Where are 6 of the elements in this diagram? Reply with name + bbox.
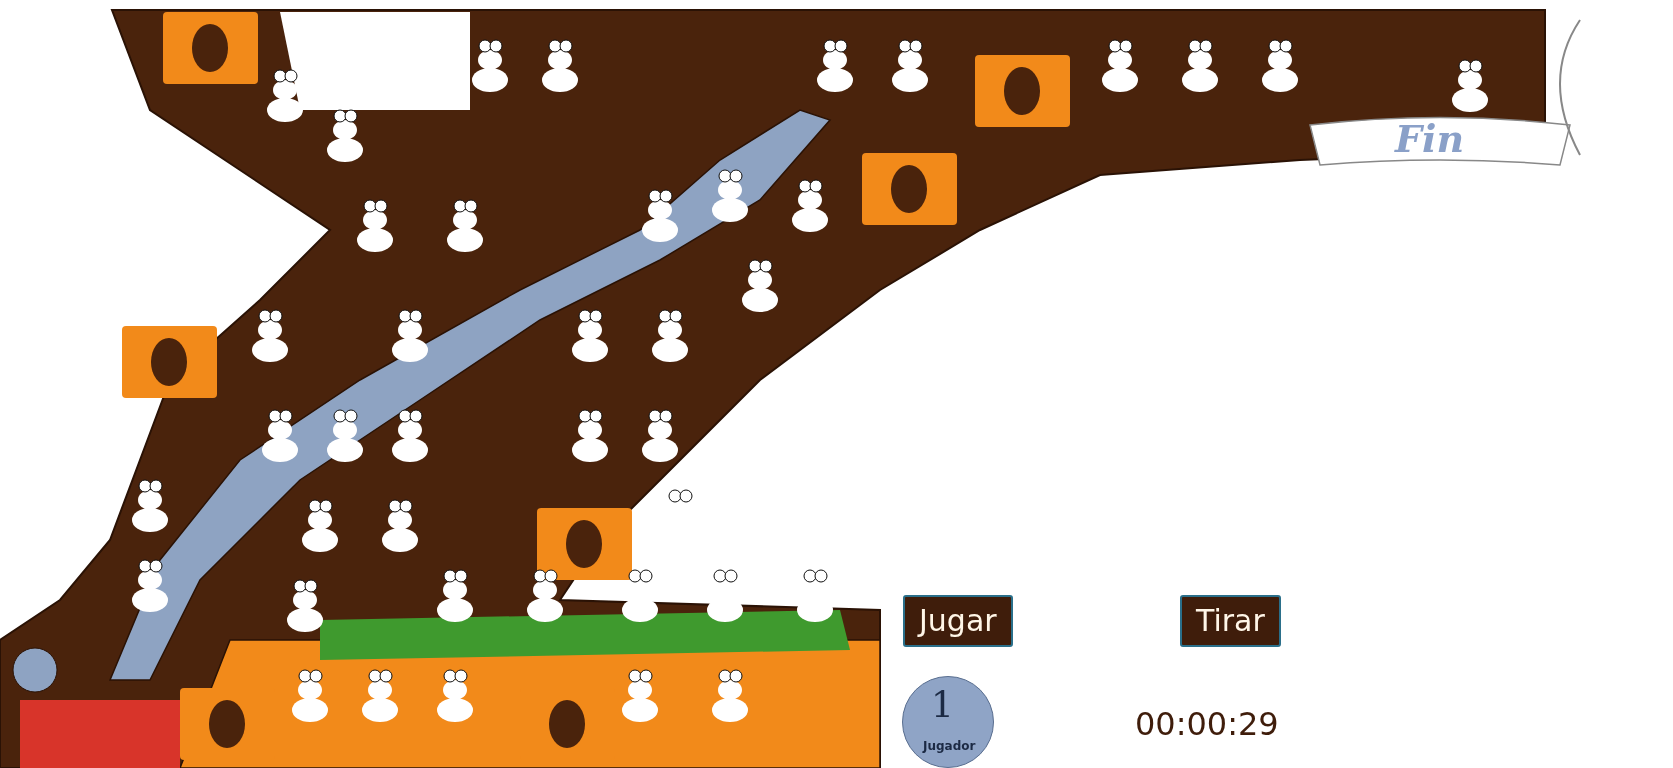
play-button: Jugar [903, 595, 1013, 647]
end-banner-text: Fin [1395, 118, 1465, 160]
player-label: Jugador [923, 739, 976, 753]
player-number: 1 [931, 685, 954, 725]
roll-button: Tirar [1180, 595, 1281, 647]
timer-text: 00:00:29 [1135, 705, 1279, 743]
